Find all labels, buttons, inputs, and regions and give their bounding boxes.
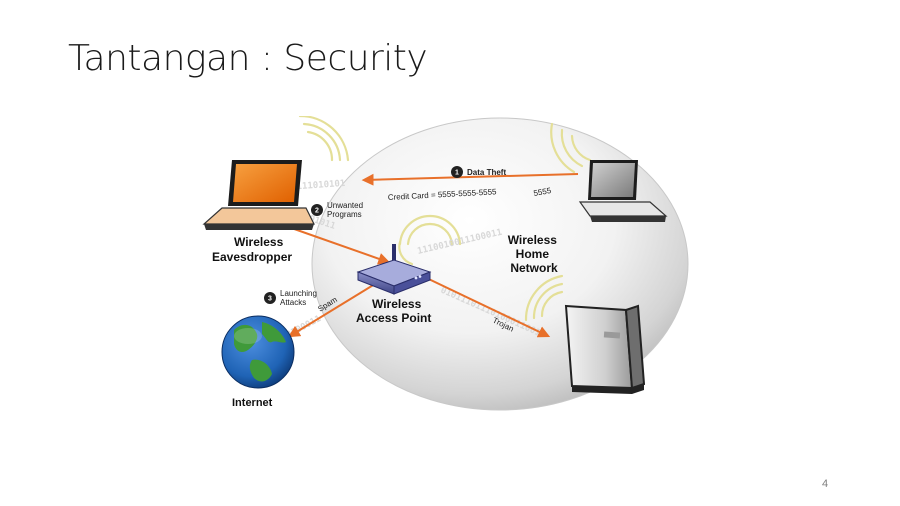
svg-text:3: 3	[268, 296, 272, 303]
threat-badge-3: 3 Launching Attacks	[264, 289, 319, 307]
trojan-arrow	[413, 271, 551, 338]
wireless-security-diagram: 01111010101 011101011 1110010011100011 0…	[190, 116, 710, 416]
svg-text:2: 2	[315, 208, 319, 215]
globe-icon	[221, 315, 295, 389]
attack-arrows	[279, 173, 579, 338]
slide-title: Tantangan : Security	[68, 38, 428, 79]
laptop-icon	[578, 160, 668, 222]
unwanted-programs-arrow	[279, 223, 391, 265]
svg-text:Data Theft: Data Theft	[467, 168, 506, 177]
credit-card-tail-label: 5555	[533, 186, 553, 198]
wireless-router-icon	[356, 244, 432, 295]
unwanted-programs-label: Unwanted Programs	[327, 201, 365, 219]
server-tower-icon	[564, 304, 646, 394]
home-network-label: Wireless Home Network	[508, 233, 561, 275]
svg-text:1: 1	[455, 170, 459, 177]
signal-waves-icon	[298, 116, 592, 322]
launching-attacks-arrow	[287, 275, 389, 338]
threat-badge-2: 2 Unwanted Programs	[311, 201, 365, 219]
threat-badge-1: 1 Data Theft	[451, 166, 506, 178]
launching-attacks-label: Launching Attacks	[280, 289, 319, 307]
slide-number: 4	[822, 478, 829, 490]
binary-stream-top: 01111010101	[286, 179, 346, 193]
access-point-label: Wireless Access Point	[356, 297, 431, 325]
internet-label: Internet	[232, 397, 273, 409]
eavesdropper-label: Wireless Eavesdropper	[212, 235, 292, 264]
laptop-icon	[202, 160, 315, 230]
diagram-canvas: 01111010101 011101011 1110010011100011 0…	[202, 116, 689, 411]
data-theft-arrow	[361, 173, 579, 186]
